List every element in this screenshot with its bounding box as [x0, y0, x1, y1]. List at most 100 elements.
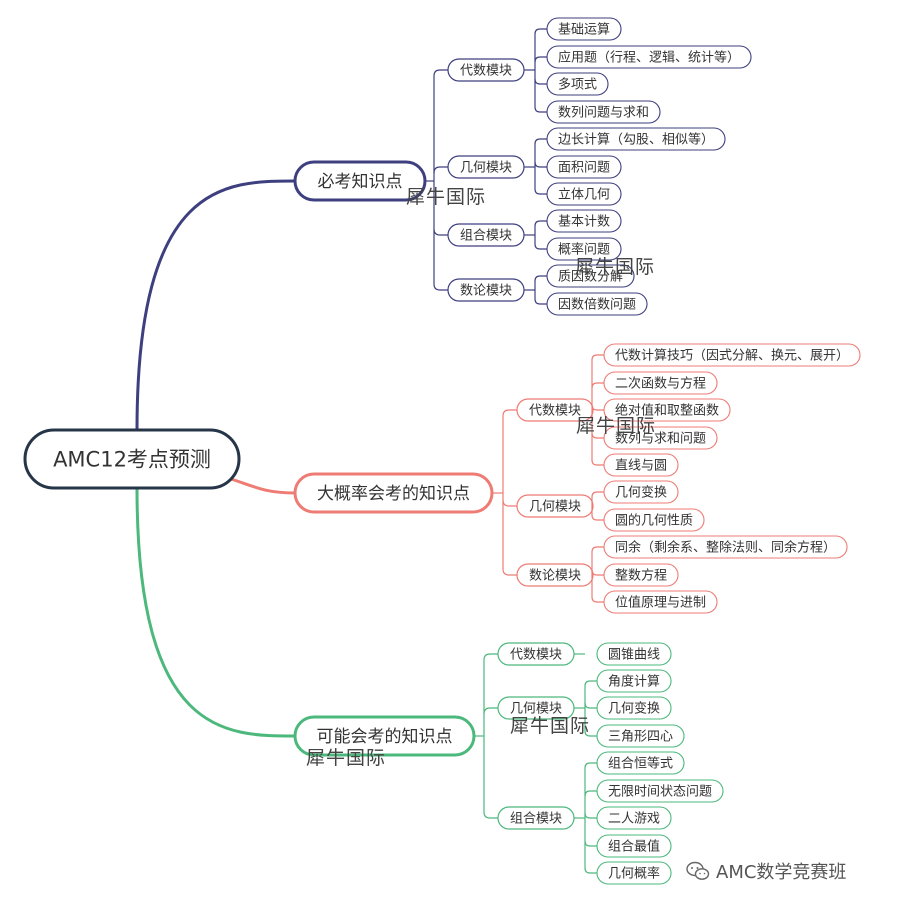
module-node-label: 组合模块	[510, 812, 562, 827]
item-elbow	[584, 730, 597, 737]
item-elbow	[534, 138, 547, 145]
topic-node-label: 概率问题	[558, 242, 610, 258]
item-elbow	[534, 161, 547, 168]
root-node	[23, 428, 241, 490]
item-elbow	[591, 432, 604, 439]
module-connector	[433, 283, 448, 291]
branch-node-label: 必考知识点	[318, 172, 403, 192]
module-node-label: 代数模块	[529, 404, 581, 419]
topic-node-label: 圆的几何性质	[615, 513, 693, 529]
item-elbow	[534, 243, 547, 250]
item-elbow	[534, 188, 547, 195]
topic-node-label: 基础运算	[558, 23, 610, 38]
item-elbow	[591, 514, 604, 521]
topic-node	[603, 590, 718, 614]
item-elbow	[584, 867, 597, 874]
topic-node	[596, 861, 672, 885]
item-elbow	[534, 106, 547, 113]
topic-node	[603, 535, 848, 559]
watermark: 犀牛国际	[575, 256, 656, 278]
topic-node	[603, 563, 679, 587]
watermark: 犀牛国际	[576, 415, 657, 437]
topic-node-label: 因数倍数问题	[558, 298, 636, 313]
root-connector	[229, 477, 297, 495]
topic-node	[603, 343, 861, 367]
topic-node-label: 应用题（行程、逻辑、统计等）	[558, 50, 740, 66]
topic-node-label: 代数计算技巧（因式分解、换元、展开）	[615, 349, 849, 364]
topic-node-label: 整数方程	[615, 568, 667, 584]
topic-node-label: 数列问题与求和	[558, 106, 649, 121]
topic-node-label: 圆锥曲线	[608, 648, 660, 663]
topic-node	[596, 669, 672, 693]
topic-node-label: 二次函数与方程	[615, 376, 706, 392]
wechat-icon	[686, 861, 710, 880]
item-elbow	[584, 762, 597, 769]
topic-node-label: 几何变换	[615, 485, 667, 501]
branch-node	[293, 715, 476, 757]
topic-node	[603, 480, 679, 504]
topic-node	[546, 17, 622, 41]
watermark: 犀牛国际	[306, 747, 387, 769]
topic-node	[596, 642, 672, 666]
root-node-label: AMC12考点预测	[53, 448, 211, 472]
module-node-label: 数论模块	[460, 284, 512, 299]
module-node-label: 数论模块	[529, 569, 581, 584]
topic-node	[596, 751, 685, 775]
item-elbow	[534, 78, 547, 85]
item-elbow	[591, 382, 604, 389]
topic-node	[603, 371, 718, 395]
topic-node	[603, 453, 679, 477]
topic-node-label: 绝对值和取整函数	[615, 403, 719, 419]
topic-node-label: 直线与圆	[615, 459, 667, 474]
branch-node	[293, 160, 427, 202]
topic-node	[546, 292, 648, 316]
module-node-label: 几何模块	[510, 701, 562, 717]
watermark: 犀牛国际	[510, 715, 591, 737]
module-connector	[433, 69, 448, 77]
item-elbow	[584, 840, 597, 847]
item-elbow	[591, 459, 604, 466]
topic-node-label: 立体几何	[558, 187, 610, 203]
topic-node	[603, 426, 718, 450]
item-elbow	[584, 702, 597, 709]
module-node-label: 代数模块	[460, 64, 512, 79]
item-elbow	[534, 28, 547, 35]
branch-node-label: 大概率会考的知识点	[317, 484, 470, 504]
topic-node	[546, 237, 622, 261]
topic-node-label: 多项式	[558, 77, 597, 93]
topic-node	[546, 45, 752, 69]
module-node-label: 几何模块	[529, 499, 581, 515]
topic-node	[603, 508, 705, 532]
item-elbow	[591, 404, 604, 411]
topic-node-label: 质因数分解	[558, 270, 623, 285]
topic-node	[546, 100, 661, 124]
topic-node-label: 角度计算	[608, 674, 660, 690]
topic-node	[596, 806, 672, 830]
topic-node-label: 组合最值	[608, 839, 660, 855]
topic-node	[546, 72, 609, 96]
topic-node-label: 边长计算（勾股、相似等）	[558, 132, 714, 148]
module-connector	[433, 166, 448, 174]
topic-node	[603, 398, 731, 422]
topic-node-label: 同余（剩余系、整除法则、同余方程）	[615, 540, 836, 556]
item-elbow	[591, 596, 604, 603]
module-connector	[502, 568, 517, 576]
item-elbow	[591, 354, 604, 361]
topic-node-label: 数列与求和问题	[615, 432, 706, 447]
topic-node	[546, 127, 726, 151]
topic-node	[596, 724, 685, 748]
item-elbow	[534, 298, 547, 305]
item-elbow	[591, 569, 604, 576]
topic-node	[596, 696, 672, 720]
module-node-label: 几何模块	[460, 160, 512, 176]
topic-node	[596, 834, 672, 858]
branch-node	[293, 472, 494, 514]
item-elbow	[534, 275, 547, 282]
topic-node-label: 面积问题	[558, 161, 610, 176]
module-connector	[502, 499, 517, 507]
item-elbow	[534, 56, 547, 63]
module-node-label: 代数模块	[510, 648, 562, 663]
topic-node-label: 三角形四心	[608, 730, 673, 745]
footer-brand: AMC数学竞赛班	[686, 858, 846, 884]
topic-node-label: 几何变换	[608, 701, 660, 717]
